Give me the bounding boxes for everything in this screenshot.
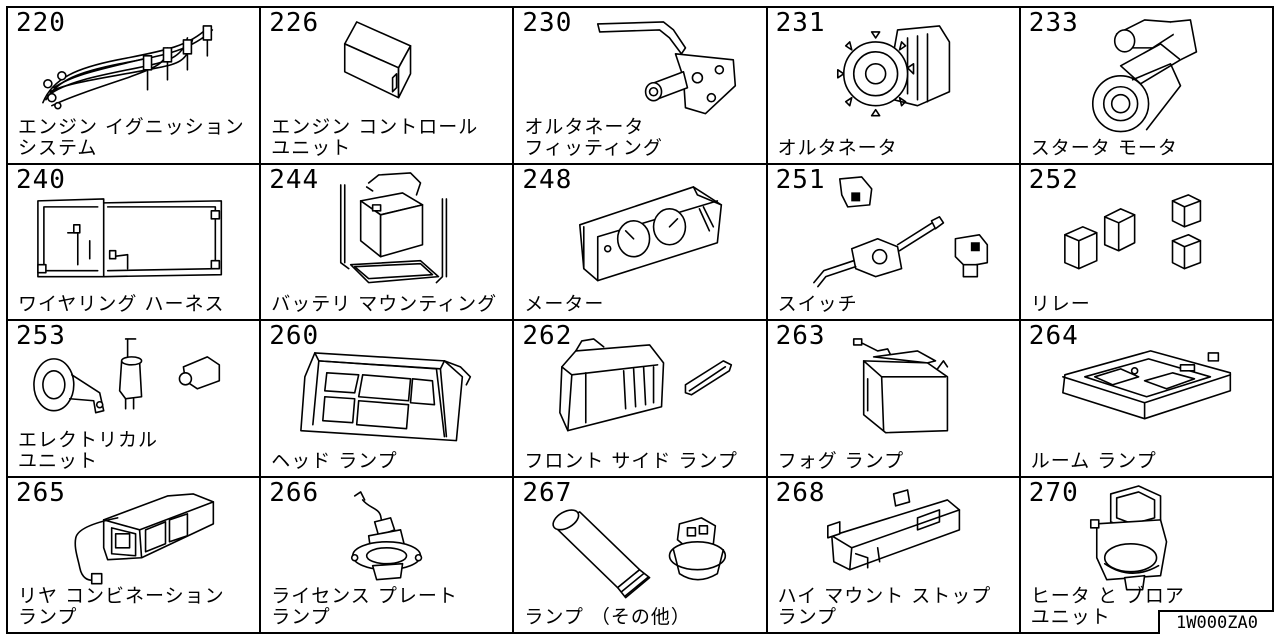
category-number: 248 [522,164,573,195]
category-label: スイッチ [777,293,858,315]
category-label: エンジン イグニッション システム [18,115,245,159]
category-251[interactable]: 251 スイッチ [767,164,1021,321]
starter-motor-icon [1021,8,1272,163]
parts-category-grid: 220 エンジン イグニッション システム 226 [6,6,1274,634]
category-number: 251 [775,164,826,195]
meter-cluster-icon [514,165,765,320]
category-264[interactable]: 264 ルーム ランプ [1020,321,1274,478]
alternator-bracket-icon [514,8,765,163]
license-lamp-icon [261,478,512,633]
battery-mount-icon [261,165,512,320]
category-231[interactable]: 231 オルタネータ [767,8,1021,165]
category-label: オルタネータ [777,136,898,159]
fog-lamp-icon [768,321,1019,476]
category-label: ヘッド ランプ [271,449,398,472]
category-number: 266 [269,477,320,508]
category-number: 265 [16,477,66,508]
category-label: ランプ （その他） [524,606,691,628]
category-number: 268 [775,477,826,508]
category-263[interactable]: 263 フォグ ランプ [767,321,1021,478]
category-number: 260 [269,321,320,351]
category-label: オルタネータ フィッティング [524,115,663,159]
category-number: 226 [269,8,320,38]
category-244[interactable]: 244 バッテリ マウンティング [261,164,515,321]
category-260[interactable]: 260 ヘッド ランプ [261,321,515,478]
category-262[interactable]: 262 フロント サイド ランプ [514,321,768,478]
category-label: ルーム ランプ [1030,449,1157,472]
bulb-icon [514,478,765,633]
category-number: 230 [522,8,573,38]
category-label: ハイ マウント ストップ ランプ [777,585,992,628]
category-number: 263 [775,321,826,351]
category-265[interactable]: 265 リヤ コンビネーション ランプ [8,477,262,634]
category-number: 233 [1028,8,1079,38]
category-number: 264 [1028,321,1079,351]
switch-icon [768,165,1019,320]
category-label: エンジン コントロール ユニット [271,115,479,159]
category-number: 262 [522,321,573,351]
category-253[interactable]: 253 エレクトリカル ユニット [8,321,262,478]
category-label: バッテリ マウンティング [271,293,498,315]
category-267[interactable]: 267 ランプ （その他） [514,477,768,634]
horn-icon [8,321,259,476]
category-number: 252 [1028,164,1079,195]
category-number: 270 [1028,477,1079,508]
headlamp-icon [261,321,512,476]
category-label: ヒータ と ブロア ユニット [1030,585,1185,628]
catalog-code: 1W000ZA0 [1158,610,1274,634]
category-label: スタータ モータ [1030,136,1178,159]
category-270[interactable]: 270 ヒータ と ブロア ユニット [1020,477,1274,634]
category-233[interactable]: 233 スタータ モータ [1020,8,1274,165]
category-number: 267 [522,477,573,508]
rear-combination-lamp-icon [8,478,259,633]
category-number: 240 [16,164,66,195]
heater-blower-icon [1021,478,1272,633]
category-268[interactable]: 268 ハイ マウント ストップ ランプ [767,477,1021,634]
category-label: ライセンス プレート ランプ [271,585,458,628]
category-230[interactable]: 230 オルタネータ フィッティング [514,8,768,165]
category-number: 220 [16,8,66,38]
category-label: フロント サイド ランプ [524,449,738,472]
side-lamp-icon [514,321,765,476]
high-mount-stop-lamp-icon [768,478,1019,633]
category-252[interactable]: 252 リレー [1020,164,1274,321]
category-240[interactable]: 240 ワイヤリング ハーネス [8,164,262,321]
category-number: 231 [775,8,826,38]
room-lamp-icon [1021,321,1272,476]
category-label: リヤ コンビネーション ランプ [18,585,225,628]
category-label: エレクトリカル ユニット [18,428,159,472]
control-unit-icon [261,8,512,163]
ignition-harness-icon [8,8,259,163]
wiring-harness-icon [8,165,259,320]
relay-icon [1021,165,1272,320]
category-number: 253 [16,321,66,351]
category-label: ワイヤリング ハーネス [18,293,225,315]
category-226[interactable]: 226 エンジン コントロール ユニット [261,8,515,165]
category-266[interactable]: 266 ライセンス プレート ランプ [261,477,515,634]
category-label: リレー [1030,293,1091,315]
category-number: 244 [269,164,320,195]
category-label: フォグ ランプ [777,449,905,472]
category-label: メーター [524,293,605,315]
category-220[interactable]: 220 エンジン イグニッション システム [8,8,262,165]
alternator-icon [768,8,1019,163]
category-248[interactable]: 248 メーター [514,164,768,321]
